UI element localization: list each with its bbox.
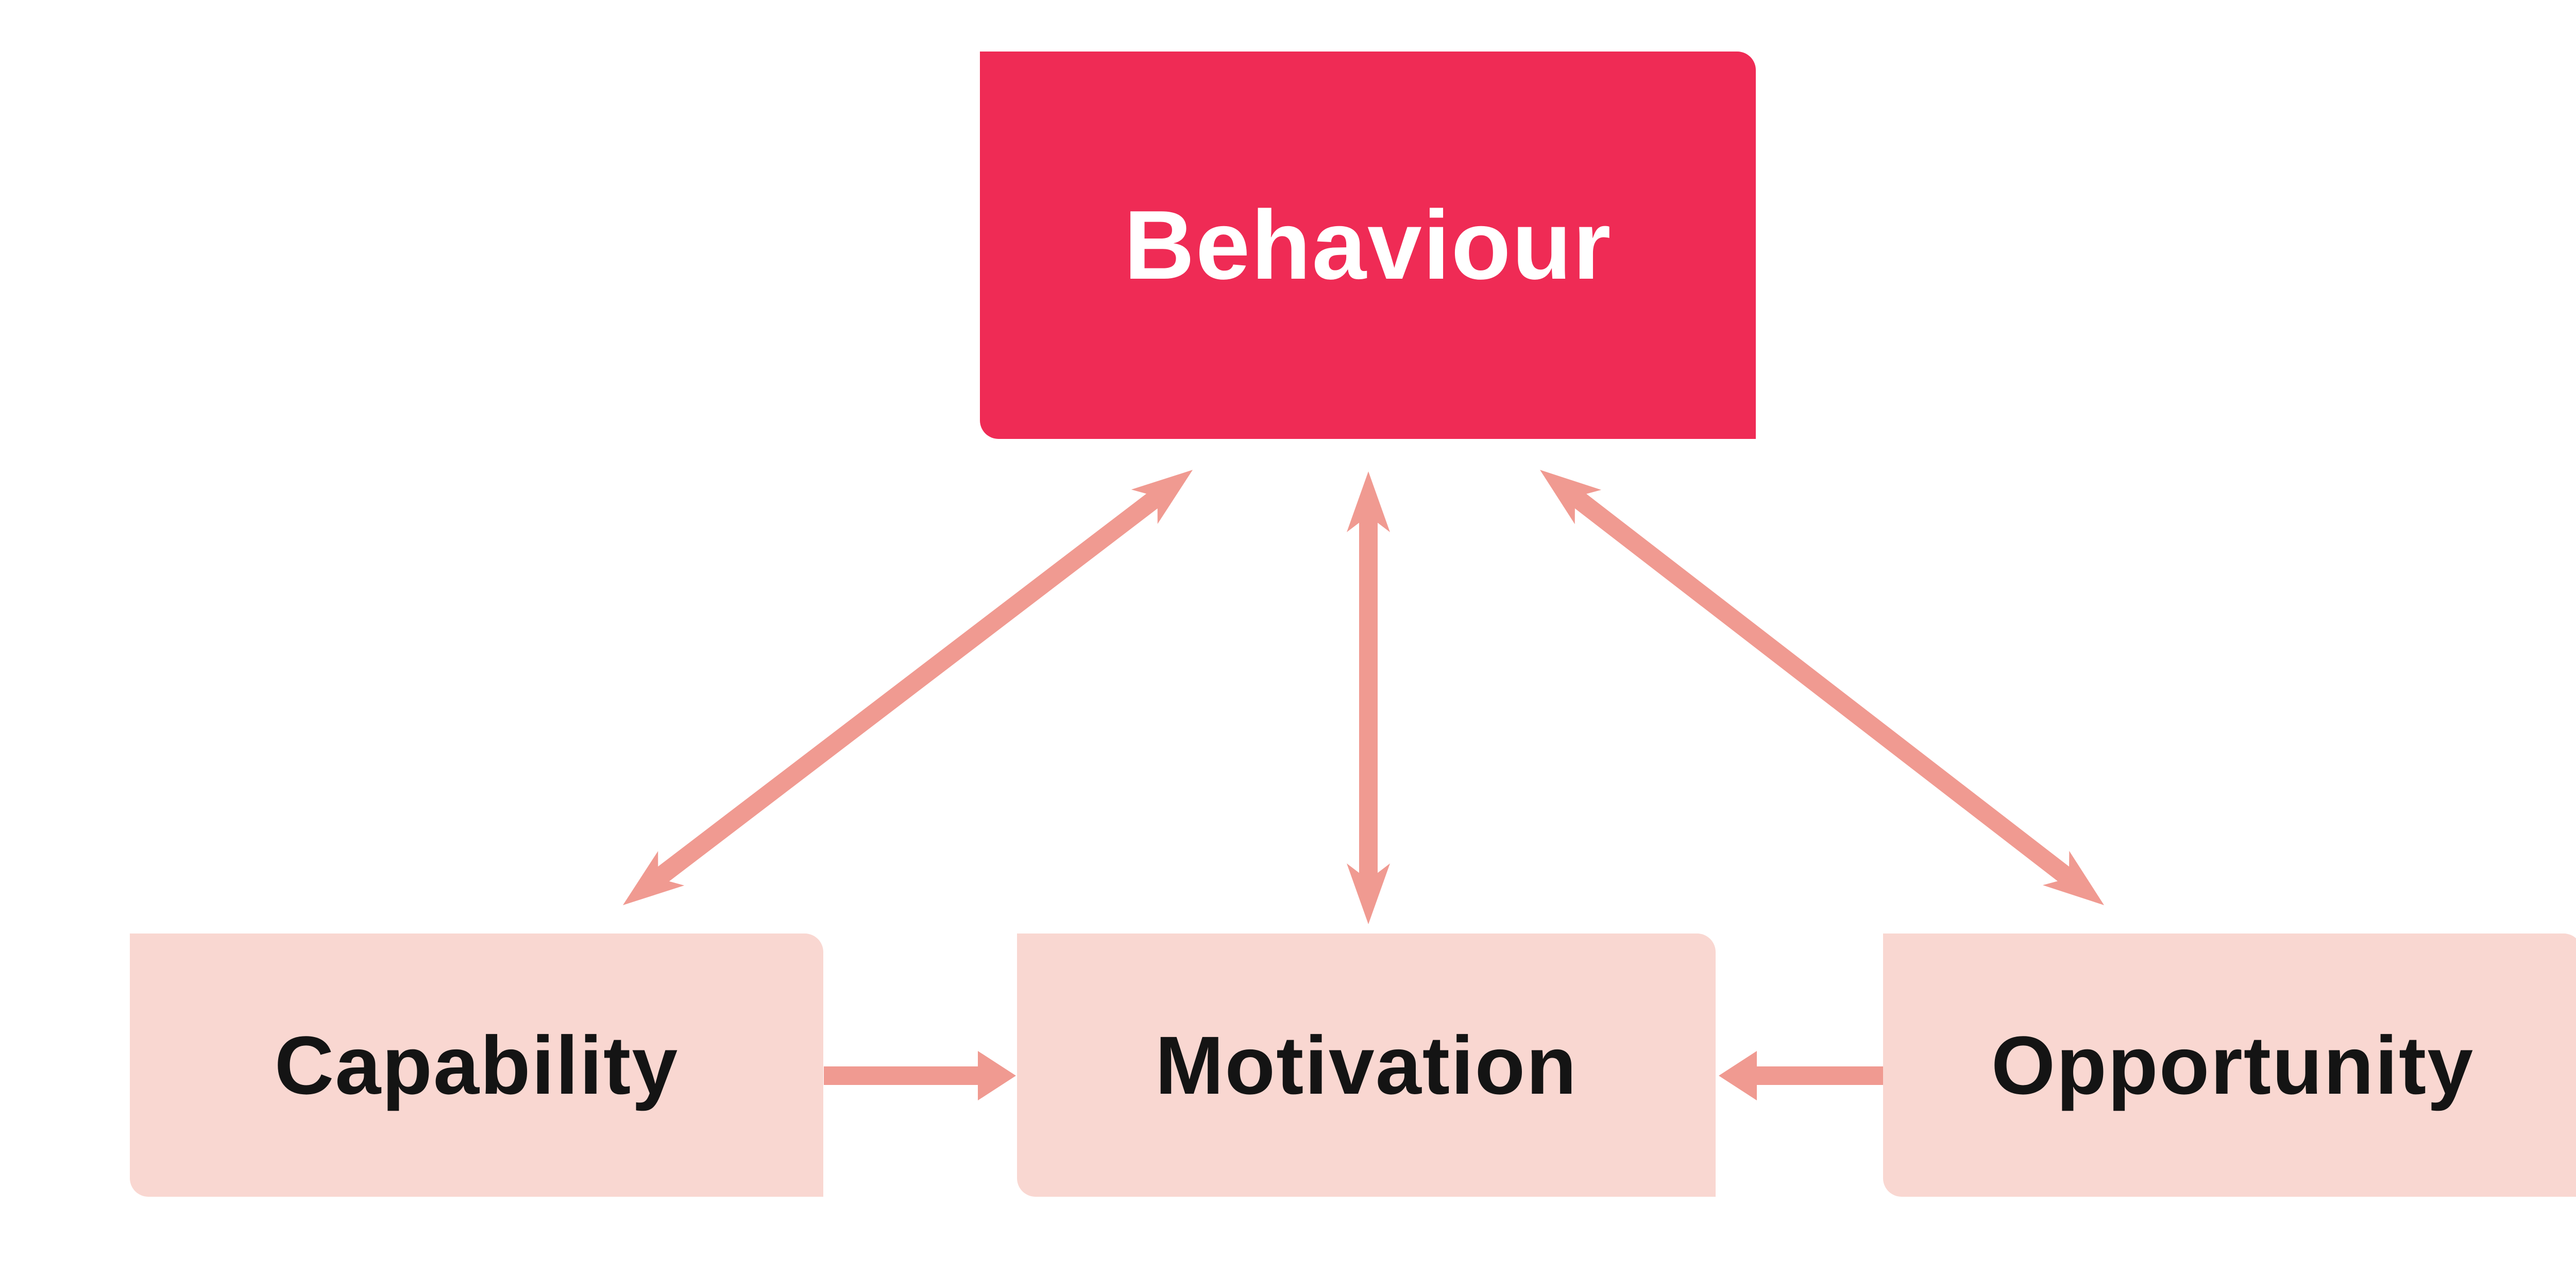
- behaviour-box: Behaviour: [980, 52, 1756, 439]
- motivation-label: Motivation: [1155, 1019, 1578, 1111]
- arrow-behaviour-motivation: [1347, 471, 1390, 924]
- capability-label: Capability: [274, 1019, 679, 1111]
- arrow-behaviour-capability: [623, 470, 1193, 905]
- behaviour-label: Behaviour: [1124, 191, 1612, 300]
- arrow-opportunity-motivation: [1719, 1051, 1884, 1100]
- opportunity-label: Opportunity: [1991, 1019, 2475, 1111]
- motivation-box: Motivation: [1017, 933, 1716, 1197]
- opportunity-box: Opportunity: [1883, 933, 2576, 1197]
- capability-box: Capability: [130, 933, 823, 1197]
- arrow-behaviour-opportunity: [1540, 470, 2104, 905]
- arrow-capability-motivation: [824, 1051, 1016, 1100]
